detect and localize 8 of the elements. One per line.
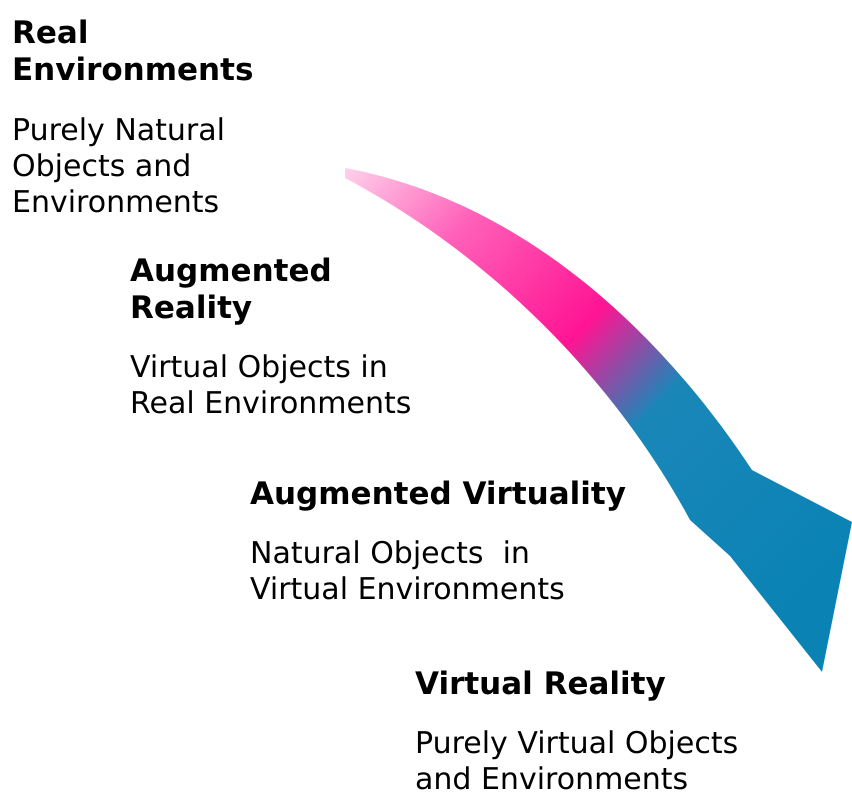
category-description: Virtual Objects in Real Environments (130, 350, 412, 422)
category-description: Natural Objects in Virtual Environments (250, 536, 566, 608)
category-description: Purely Natural Objects and Environments (12, 113, 226, 221)
category-heading: Augmented Virtuality (250, 476, 627, 514)
category-heading: Real Environments (12, 15, 254, 90)
category-heading: Augmented Reality (130, 253, 333, 328)
category-description: Purely Virtual Objects and Environments (415, 726, 740, 798)
category-heading: Virtual Reality (415, 666, 667, 704)
